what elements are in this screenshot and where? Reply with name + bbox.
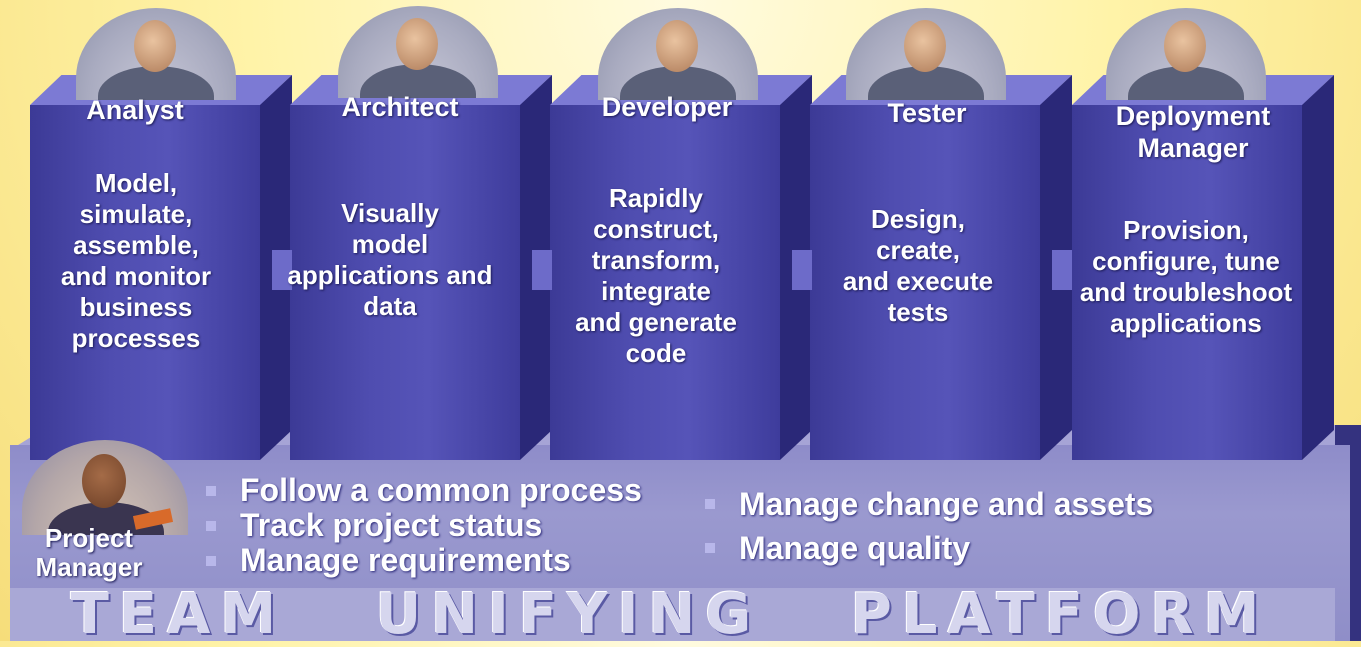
analyst-portrait: [76, 8, 236, 100]
tester-portrait: [846, 8, 1006, 100]
description-line: integrate: [601, 276, 711, 306]
description-line: model: [351, 229, 429, 259]
description-line: applications: [1110, 308, 1262, 338]
description-line: and generate: [575, 307, 737, 337]
description-line: Visually: [341, 198, 439, 228]
role-description-analyst: Model, simulate, assemble, and monitor b…: [30, 168, 242, 354]
role-title-deployment-manager: Deployment Manager: [1088, 100, 1298, 164]
role-title-tester: Tester: [887, 98, 967, 128]
role-description-architect: Visually model applications and data: [284, 198, 496, 322]
pillar-side-face: [1302, 75, 1334, 460]
role-description-tester: Design, create, and execute tests: [812, 204, 1024, 328]
description-line: Provision,: [1123, 215, 1249, 245]
bullet-icon: [206, 486, 216, 496]
developer-portrait: [598, 8, 758, 100]
description-line: code: [625, 338, 687, 368]
description-line: applications and: [287, 260, 493, 290]
role-description-deployment-manager: Provision, configure, tune and troublesh…: [1074, 215, 1298, 339]
bullet-icon: [206, 556, 216, 566]
list-item: Manage quality: [699, 526, 1153, 570]
role-title-architect: Architect: [341, 92, 459, 122]
pillar-front-face: [550, 105, 780, 460]
description-line: tests: [887, 297, 949, 327]
title-line: Manager: [35, 552, 143, 582]
description-line: Model,: [94, 168, 178, 198]
bullet-icon: [206, 521, 216, 531]
role-title-line: Manager: [1137, 133, 1249, 163]
description-line: and troubleshoot: [1079, 277, 1293, 307]
project-manager-tasks-right: Manage change and assets Manage quality: [699, 482, 1153, 570]
description-line: business: [79, 292, 193, 322]
title-line: Project: [44, 523, 134, 553]
deployment-manager-portrait: [1106, 8, 1266, 100]
pillar-tester: [810, 75, 1072, 460]
description-line: Rapidly: [609, 183, 703, 213]
role-title-developer: Developer: [601, 92, 733, 122]
bullet-icon: [705, 543, 715, 553]
project-manager-title: Project Manager: [22, 524, 156, 582]
pillar-front-face: [290, 105, 520, 460]
project-manager-tasks-left: Follow a common process Track project st…: [200, 473, 642, 578]
role-description-developer: Rapidly construct, transform, integrate …: [550, 183, 762, 369]
pillar-connector: [532, 250, 552, 290]
pillar-connector: [1052, 250, 1072, 290]
bullet-icon: [705, 499, 715, 509]
architect-portrait: [338, 6, 498, 98]
pillar-connector: [792, 250, 812, 290]
description-line: create,: [876, 235, 960, 265]
description-line: assemble,: [73, 230, 199, 260]
list-item: Manage change and assets: [699, 482, 1153, 526]
description-line: data: [363, 291, 417, 321]
description-line: simulate,: [79, 199, 193, 229]
platform-label-band: [10, 588, 1335, 641]
pillar-connector: [272, 250, 292, 290]
description-line: transform,: [591, 245, 721, 275]
list-item: Manage requirements: [200, 543, 642, 578]
description-line: Design,: [871, 204, 965, 234]
pillar-front-face: [810, 105, 1040, 460]
platform-label: TEAM UNIFYING PLATFORM: [70, 582, 1270, 647]
list-item: Track project status: [200, 508, 642, 543]
pillar-deployment-manager: [1072, 75, 1334, 460]
role-title-line: Deployment: [1115, 101, 1271, 131]
description-line: and monitor: [60, 261, 212, 291]
description-line: and execute: [842, 266, 994, 296]
pillar-front-face: [30, 105, 260, 460]
pillar-architect: [290, 75, 552, 460]
description-line: configure, tune: [1092, 246, 1280, 276]
description-line: construct,: [593, 214, 719, 244]
role-title-analyst: Analyst: [86, 95, 184, 125]
list-item: Follow a common process: [200, 473, 642, 508]
description-line: processes: [71, 323, 201, 353]
pillar-developer: [550, 75, 812, 460]
pillar-front-face: [1072, 105, 1302, 460]
